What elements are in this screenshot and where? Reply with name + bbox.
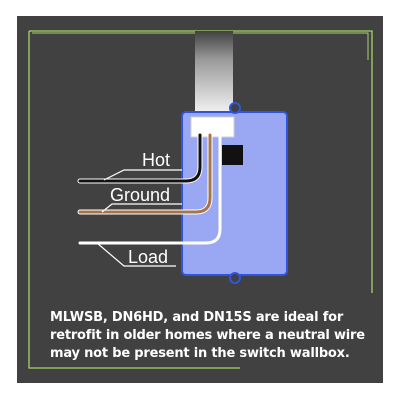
load-label: Load [128,247,168,267]
hot-label: Hot [142,150,170,170]
hot-leader-line [103,169,182,181]
frame-outline-top-corner [32,32,369,60]
cable-sheath [195,31,233,113]
hot-wire-core [78,133,202,183]
top-mounting-ear [229,102,241,114]
ground-label: Ground [110,185,170,205]
terminal-block [222,145,243,165]
cable-clamp [190,116,235,138]
ground-leader-line [101,203,182,213]
bottom-mounting-ear [229,272,241,284]
load-wire [78,133,222,245]
load-leader-line [96,242,176,267]
ground-wire-core [78,133,212,214]
frame-outline [28,30,373,369]
caption-text: MLWSB, DN6HD, and DN15S are ideal for re… [50,310,365,361]
